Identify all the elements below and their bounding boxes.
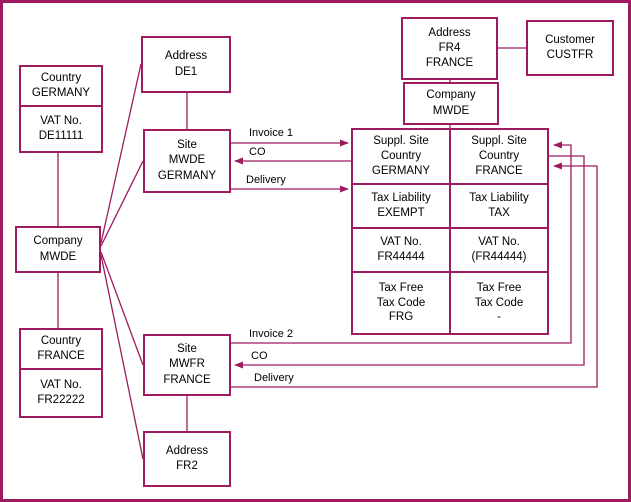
label-co-france: CO <box>251 350 268 362</box>
box-company-mwde-right: Company MWDE <box>403 82 499 125</box>
cell-tax-liability-germany: Tax Liability EXEMPT <box>353 185 449 227</box>
edge-company-to-sitemwde <box>100 160 144 247</box>
label-delivery-germany: Delivery <box>246 174 286 186</box>
cell-vat-no-germany: VAT No. FR44444 <box>353 229 449 271</box>
label-invoice1: Invoice 1 <box>249 127 294 139</box>
box-country-germany: Country GERMANY <box>19 65 103 107</box>
box-customer-custfr: Customer CUSTFR <box>526 20 614 76</box>
label-co-germany: CO <box>249 146 266 158</box>
cell-suppl-site-france: Suppl. Site Country FRANCE <box>451 130 547 183</box>
box-vat-fr: VAT No. FR22222 <box>19 368 103 418</box>
edge-company-to-addressfr2 <box>100 254 144 460</box>
box-site-mwde: Site MWDE GERMANY <box>143 129 231 193</box>
cell-tax-liability-france: Tax Liability TAX <box>451 185 547 227</box>
edge-company-to-addressde1 <box>100 63 142 244</box>
box-address-fr2: Address FR2 <box>143 431 231 487</box>
box-address-fr4: Address FR4 FRANCE <box>401 17 498 80</box>
box-company-mwde-left: Company MWDE <box>15 226 101 273</box>
label-delivery-france: Delivery <box>254 372 294 384</box>
box-site-mwfr: Site MWFR FRANCE <box>143 334 231 396</box>
connector-lines <box>57 47 598 460</box>
cell-tax-free-code-france: Tax Free Tax Code - <box>451 273 547 333</box>
box-address-de1: Address DE1 <box>141 36 231 93</box>
cell-vat-no-france: VAT No. (FR44444) <box>451 229 547 271</box>
flow-co-france-arrow <box>234 155 585 369</box>
flow-delivery-france-arrow <box>231 162 598 388</box>
edge-company-to-sitemwfr <box>100 251 144 366</box>
supplier-site-table: Suppl. Site Country GERMANY Suppl. Site … <box>351 128 549 335</box>
box-vat-de: VAT No. DE11111 <box>19 105 103 153</box>
cell-tax-free-code-germany: Tax Free Tax Code FRG <box>353 273 449 333</box>
cell-suppl-site-germany: Suppl. Site Country GERMANY <box>353 130 449 183</box>
box-country-france: Country FRANCE <box>19 328 103 370</box>
label-invoice2: Invoice 2 <box>249 328 294 340</box>
flow-invoice2-arrow <box>231 141 572 344</box>
